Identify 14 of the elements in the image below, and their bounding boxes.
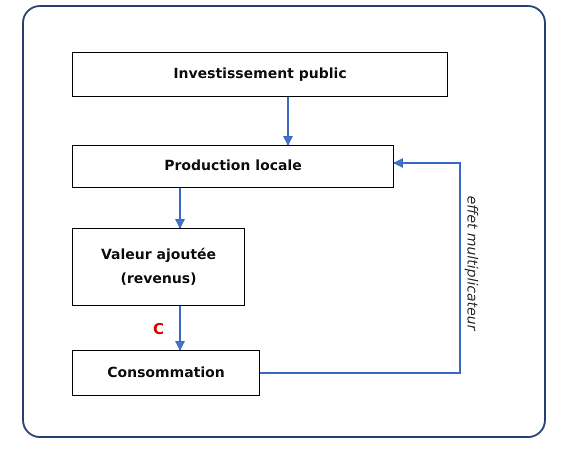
arrow [260,158,461,374]
edge-label: C [153,320,164,338]
process-box [72,52,448,97]
arrow [283,97,293,146]
arrow [175,188,185,229]
box-label: Production locale [163,157,303,176]
process-box [72,228,245,306]
box-label: Investissement public [172,65,348,84]
box-label: Consommation [106,364,226,383]
arrow [175,306,185,351]
box-label: Valeur ajoutée (revenus) [100,246,218,289]
process-box [72,145,394,188]
edge-label: effet multiplicateur [463,196,480,330]
process-box [72,350,260,396]
